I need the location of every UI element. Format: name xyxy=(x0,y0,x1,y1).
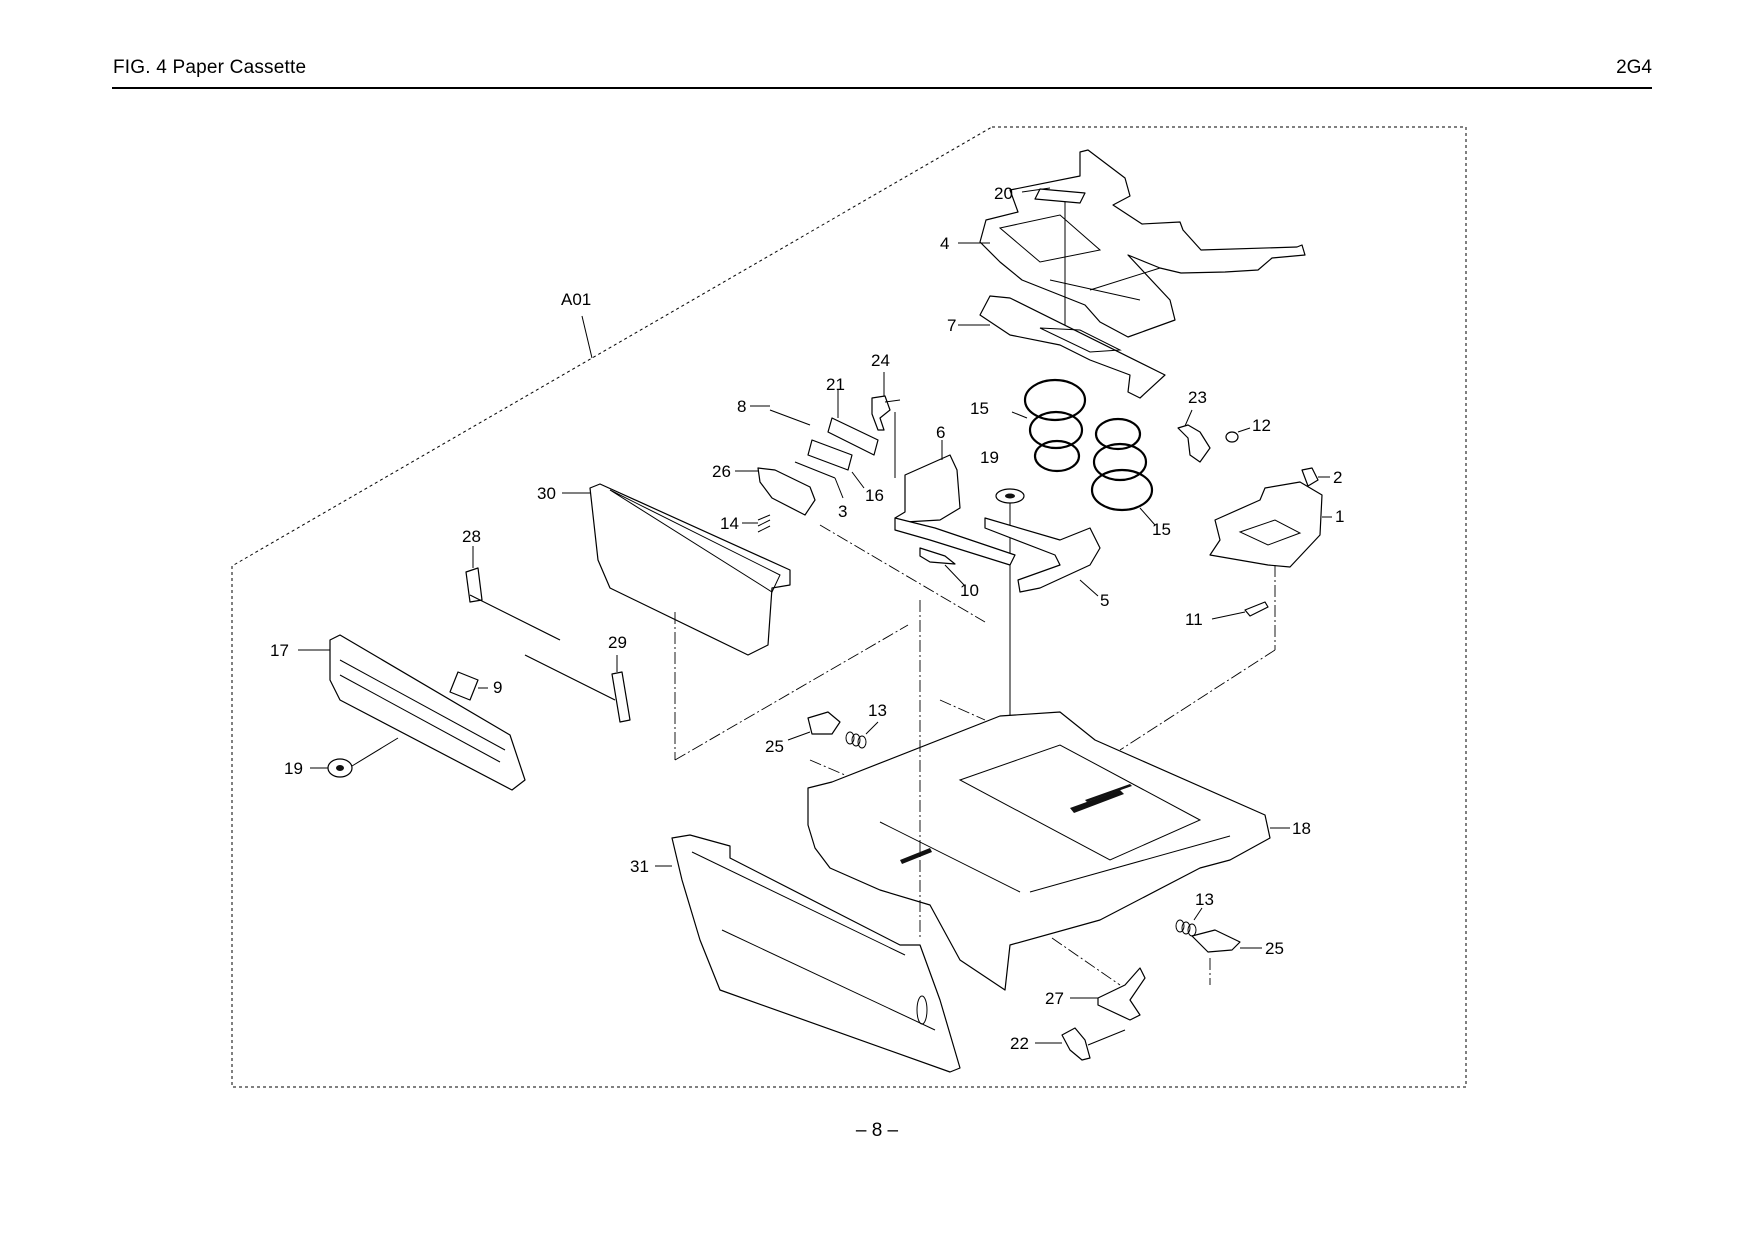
leader-22-b xyxy=(1087,1029,1126,1046)
callout-2: 2 xyxy=(1333,468,1342,487)
callout-18: 18 xyxy=(1292,819,1311,838)
part-25-stopper-left xyxy=(807,711,841,735)
callout-15b: 15 xyxy=(1152,520,1171,539)
callout-6: 6 xyxy=(936,423,945,442)
figure-title: FIG. 4 Paper Cassette xyxy=(113,57,307,78)
header-rule xyxy=(112,87,1652,89)
callout-30: 30 xyxy=(537,484,556,503)
leader-3 xyxy=(834,477,844,499)
leader-12 xyxy=(1237,427,1251,433)
leader-13a xyxy=(865,721,879,735)
callout-13b: 13 xyxy=(1195,890,1214,909)
callout-16: 16 xyxy=(865,486,884,505)
part-31-front-cover xyxy=(671,834,961,1073)
callout-31: 31 xyxy=(630,857,649,876)
callout-25b: 25 xyxy=(1265,939,1284,958)
chain-line-27 xyxy=(1051,937,1121,986)
callout-7: 7 xyxy=(947,316,956,335)
callout-4: 4 xyxy=(940,234,949,253)
figure-code: 2G4 xyxy=(1616,57,1652,78)
callout-15a: 15 xyxy=(970,399,989,418)
leader-11 xyxy=(1211,611,1246,620)
part-15-spring-left xyxy=(1023,378,1087,473)
part-8-shaft xyxy=(769,409,811,426)
leader-5 xyxy=(1079,579,1099,597)
leader-25a xyxy=(787,731,811,741)
callout-19a: 19 xyxy=(284,759,303,778)
leader-a01 xyxy=(581,315,593,359)
part-25-stopper-right xyxy=(1191,929,1241,953)
part-15-spring-right xyxy=(1090,417,1154,512)
chain-line-1b xyxy=(1119,649,1276,751)
leader-15a xyxy=(1011,411,1028,419)
chain-line-30 xyxy=(819,524,986,623)
part-17-front-panel xyxy=(329,634,526,791)
callout-20: 20 xyxy=(994,184,1013,203)
leader-20 xyxy=(1021,187,1051,193)
part-22-hook xyxy=(1061,1027,1091,1061)
callout-24: 24 xyxy=(871,351,890,370)
part-13-spring-right xyxy=(1175,919,1197,937)
part-7-plate xyxy=(979,295,1166,399)
part-5-guide xyxy=(984,517,1101,593)
callout-21: 21 xyxy=(826,375,845,394)
part-10-link xyxy=(919,547,956,565)
leader-19a-b xyxy=(351,737,399,767)
callout-19b: 19 xyxy=(980,448,999,467)
callout-17: 17 xyxy=(270,641,289,660)
part-1-bracket xyxy=(1209,481,1323,568)
part-13-spring-left xyxy=(845,731,867,749)
chain-line-center-b xyxy=(939,699,986,721)
part-9-label xyxy=(449,671,479,701)
part-20-label-sheet xyxy=(1034,188,1086,204)
callout-5: 5 xyxy=(1100,591,1109,610)
part-2-clip xyxy=(1301,467,1319,487)
part-27-lever xyxy=(1097,967,1146,1021)
part-23-arm xyxy=(1177,424,1211,463)
callout-23: 23 xyxy=(1188,388,1207,407)
chain-line-30c xyxy=(674,624,909,761)
page-number: – 8 – xyxy=(855,1120,899,1141)
part-18-cassette-body xyxy=(807,711,1271,991)
callout-28: 28 xyxy=(462,527,481,546)
callout-9: 9 xyxy=(493,678,502,697)
callout-1: 1 xyxy=(1335,507,1344,526)
part-21-label xyxy=(827,417,879,456)
callout-10: 10 xyxy=(960,581,979,600)
part-29-guide-rod xyxy=(524,654,631,723)
callout-11: 11 xyxy=(1185,610,1203,629)
part-26-holder xyxy=(757,467,816,516)
part-3-pin xyxy=(794,461,836,479)
leader-16 xyxy=(851,471,865,489)
callout-25a: 25 xyxy=(765,737,784,756)
callout-27: 27 xyxy=(1045,989,1064,1008)
callout-22: 22 xyxy=(1010,1034,1029,1053)
callout-8: 8 xyxy=(737,397,746,416)
part-14-spring xyxy=(757,514,771,533)
part-30-rear-plate xyxy=(589,483,791,656)
part-6-guide xyxy=(894,454,1016,566)
part-16-plate xyxy=(807,439,853,471)
leader-10 xyxy=(944,564,966,587)
callout-26: 26 xyxy=(712,462,731,481)
callout-13a: 13 xyxy=(868,701,887,720)
callout-29: 29 xyxy=(608,633,627,652)
part-28-guide-rod xyxy=(465,567,561,641)
leader-13b xyxy=(1193,907,1203,921)
part-11-spring xyxy=(1244,601,1269,617)
part-24-lever xyxy=(871,395,901,431)
part-12-spring xyxy=(1225,431,1239,443)
assembly-label-a01: A01 xyxy=(561,290,591,309)
callout-3: 3 xyxy=(838,502,847,521)
leader-23 xyxy=(1184,409,1193,427)
callout-14: 14 xyxy=(720,514,739,533)
callout-12: 12 xyxy=(1252,416,1271,435)
leader-15b xyxy=(1139,507,1156,526)
